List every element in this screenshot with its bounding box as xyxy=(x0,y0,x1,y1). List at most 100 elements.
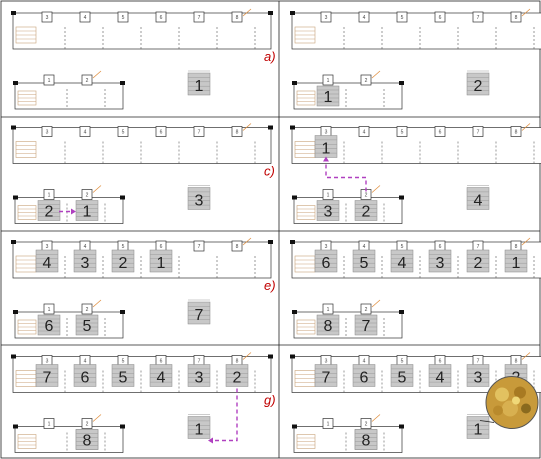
top-box-label: 8 xyxy=(515,244,518,250)
top-box xyxy=(396,126,408,137)
top-box xyxy=(155,11,167,23)
top-box-label: 4 xyxy=(363,244,366,250)
bottom-cap-left xyxy=(13,310,18,314)
top-rail xyxy=(291,12,541,50)
rail-cap-right xyxy=(268,354,273,359)
slot-number: 2 xyxy=(119,255,128,272)
top-box xyxy=(231,240,243,252)
free-stack: 3 xyxy=(187,185,211,210)
rack-slot: 2 xyxy=(225,364,249,387)
top-box xyxy=(193,126,205,137)
slot-number: 8 xyxy=(324,318,333,335)
panel-8: 34567876543212881h) xyxy=(290,352,541,453)
slot-number: 7 xyxy=(43,370,52,387)
slot-body xyxy=(37,314,61,336)
bottom-box-label: 2 xyxy=(365,78,368,84)
top-box-label: 6 xyxy=(439,244,442,250)
panel-6: 3456786543211287f) xyxy=(290,237,541,339)
photo-detail xyxy=(495,387,509,402)
bottom-rail xyxy=(14,426,124,453)
bottom-rail xyxy=(14,311,124,339)
rack-slot: 4 xyxy=(35,249,59,273)
rack-slot: 6 xyxy=(37,314,61,336)
bottom-cap-right xyxy=(399,195,404,200)
slot-number: 7 xyxy=(195,307,204,324)
slot-body xyxy=(504,249,528,273)
rack-slot: 3 xyxy=(316,200,340,221)
bottom-box xyxy=(43,303,55,315)
rack-slot: 4 xyxy=(428,364,452,387)
slot-body xyxy=(354,200,378,221)
top-box xyxy=(358,11,370,23)
top-box xyxy=(358,126,370,137)
top-box-label: 3 xyxy=(325,129,328,135)
free-stack: 2 xyxy=(466,70,490,96)
slot-body xyxy=(187,301,211,325)
rack-slot: 1 xyxy=(466,416,490,439)
bottom-rail xyxy=(293,311,403,339)
top-box xyxy=(79,126,91,137)
top-box xyxy=(155,126,167,137)
top-box xyxy=(510,126,522,137)
slot-number: 1 xyxy=(195,78,204,95)
top-box-label: 4 xyxy=(363,129,366,135)
pointer-mark xyxy=(242,123,252,131)
bottom-cap-right xyxy=(120,81,125,85)
top-box-label: 6 xyxy=(160,129,163,135)
bottom-box-label: 1 xyxy=(48,421,51,427)
rail-cap-left xyxy=(11,11,16,15)
bottom-box-label: 1 xyxy=(327,307,330,313)
top-box-label: 4 xyxy=(84,358,87,364)
top-box-label: 4 xyxy=(84,244,87,250)
pointer-mark xyxy=(92,70,102,79)
top-box-label: 6 xyxy=(160,15,163,21)
slot-number: 1 xyxy=(195,422,204,439)
bottom-cap-right xyxy=(120,195,125,200)
top-box-label: 8 xyxy=(236,15,239,21)
bottom-cap-right xyxy=(399,310,404,314)
slot-body xyxy=(37,200,61,221)
bottom-box xyxy=(360,74,372,86)
top-box-label: 5 xyxy=(122,129,125,135)
slot-number: 3 xyxy=(195,193,204,210)
bottom-box-label: 2 xyxy=(86,307,89,313)
top-box xyxy=(193,240,205,252)
top-box xyxy=(193,11,205,23)
slot-number: 1 xyxy=(324,89,333,106)
bottom-cap-left xyxy=(292,424,297,429)
bottom-cap-left xyxy=(13,195,18,200)
top-box-label: 5 xyxy=(122,15,125,21)
free-stack: 1 xyxy=(466,414,490,439)
bottom-box xyxy=(322,189,334,200)
bottom-box xyxy=(322,418,334,429)
top-box xyxy=(434,126,446,137)
rack-slot: 7 xyxy=(314,364,338,387)
slot-body xyxy=(352,249,376,273)
bottom-box-label: 2 xyxy=(86,421,89,427)
slot-number: 4 xyxy=(474,193,483,210)
slot-number: 4 xyxy=(398,255,407,272)
bottom-cap-left xyxy=(292,81,297,85)
top-rail xyxy=(12,12,272,50)
slot-number: 5 xyxy=(119,370,128,387)
bottom-rail xyxy=(293,426,403,453)
top-box xyxy=(320,11,332,23)
bottom-box xyxy=(360,303,372,315)
rack-slot: 1 xyxy=(75,200,99,221)
bottom-rail xyxy=(14,197,124,224)
slot-body xyxy=(111,364,135,387)
slot-number: 8 xyxy=(83,433,92,450)
bottom-rail xyxy=(293,197,403,224)
top-box-label: 7 xyxy=(198,15,201,21)
pointer-mark xyxy=(242,352,252,360)
rail-cap-left xyxy=(11,240,16,244)
top-box xyxy=(434,11,446,23)
rack-slot: 7 xyxy=(354,314,378,336)
top-box-label: 4 xyxy=(363,358,366,364)
slot-number: 5 xyxy=(83,318,92,335)
slot-number: 7 xyxy=(322,370,331,387)
slot-body xyxy=(149,249,173,273)
top-rail xyxy=(12,127,272,164)
bottom-cap-right xyxy=(120,310,125,314)
